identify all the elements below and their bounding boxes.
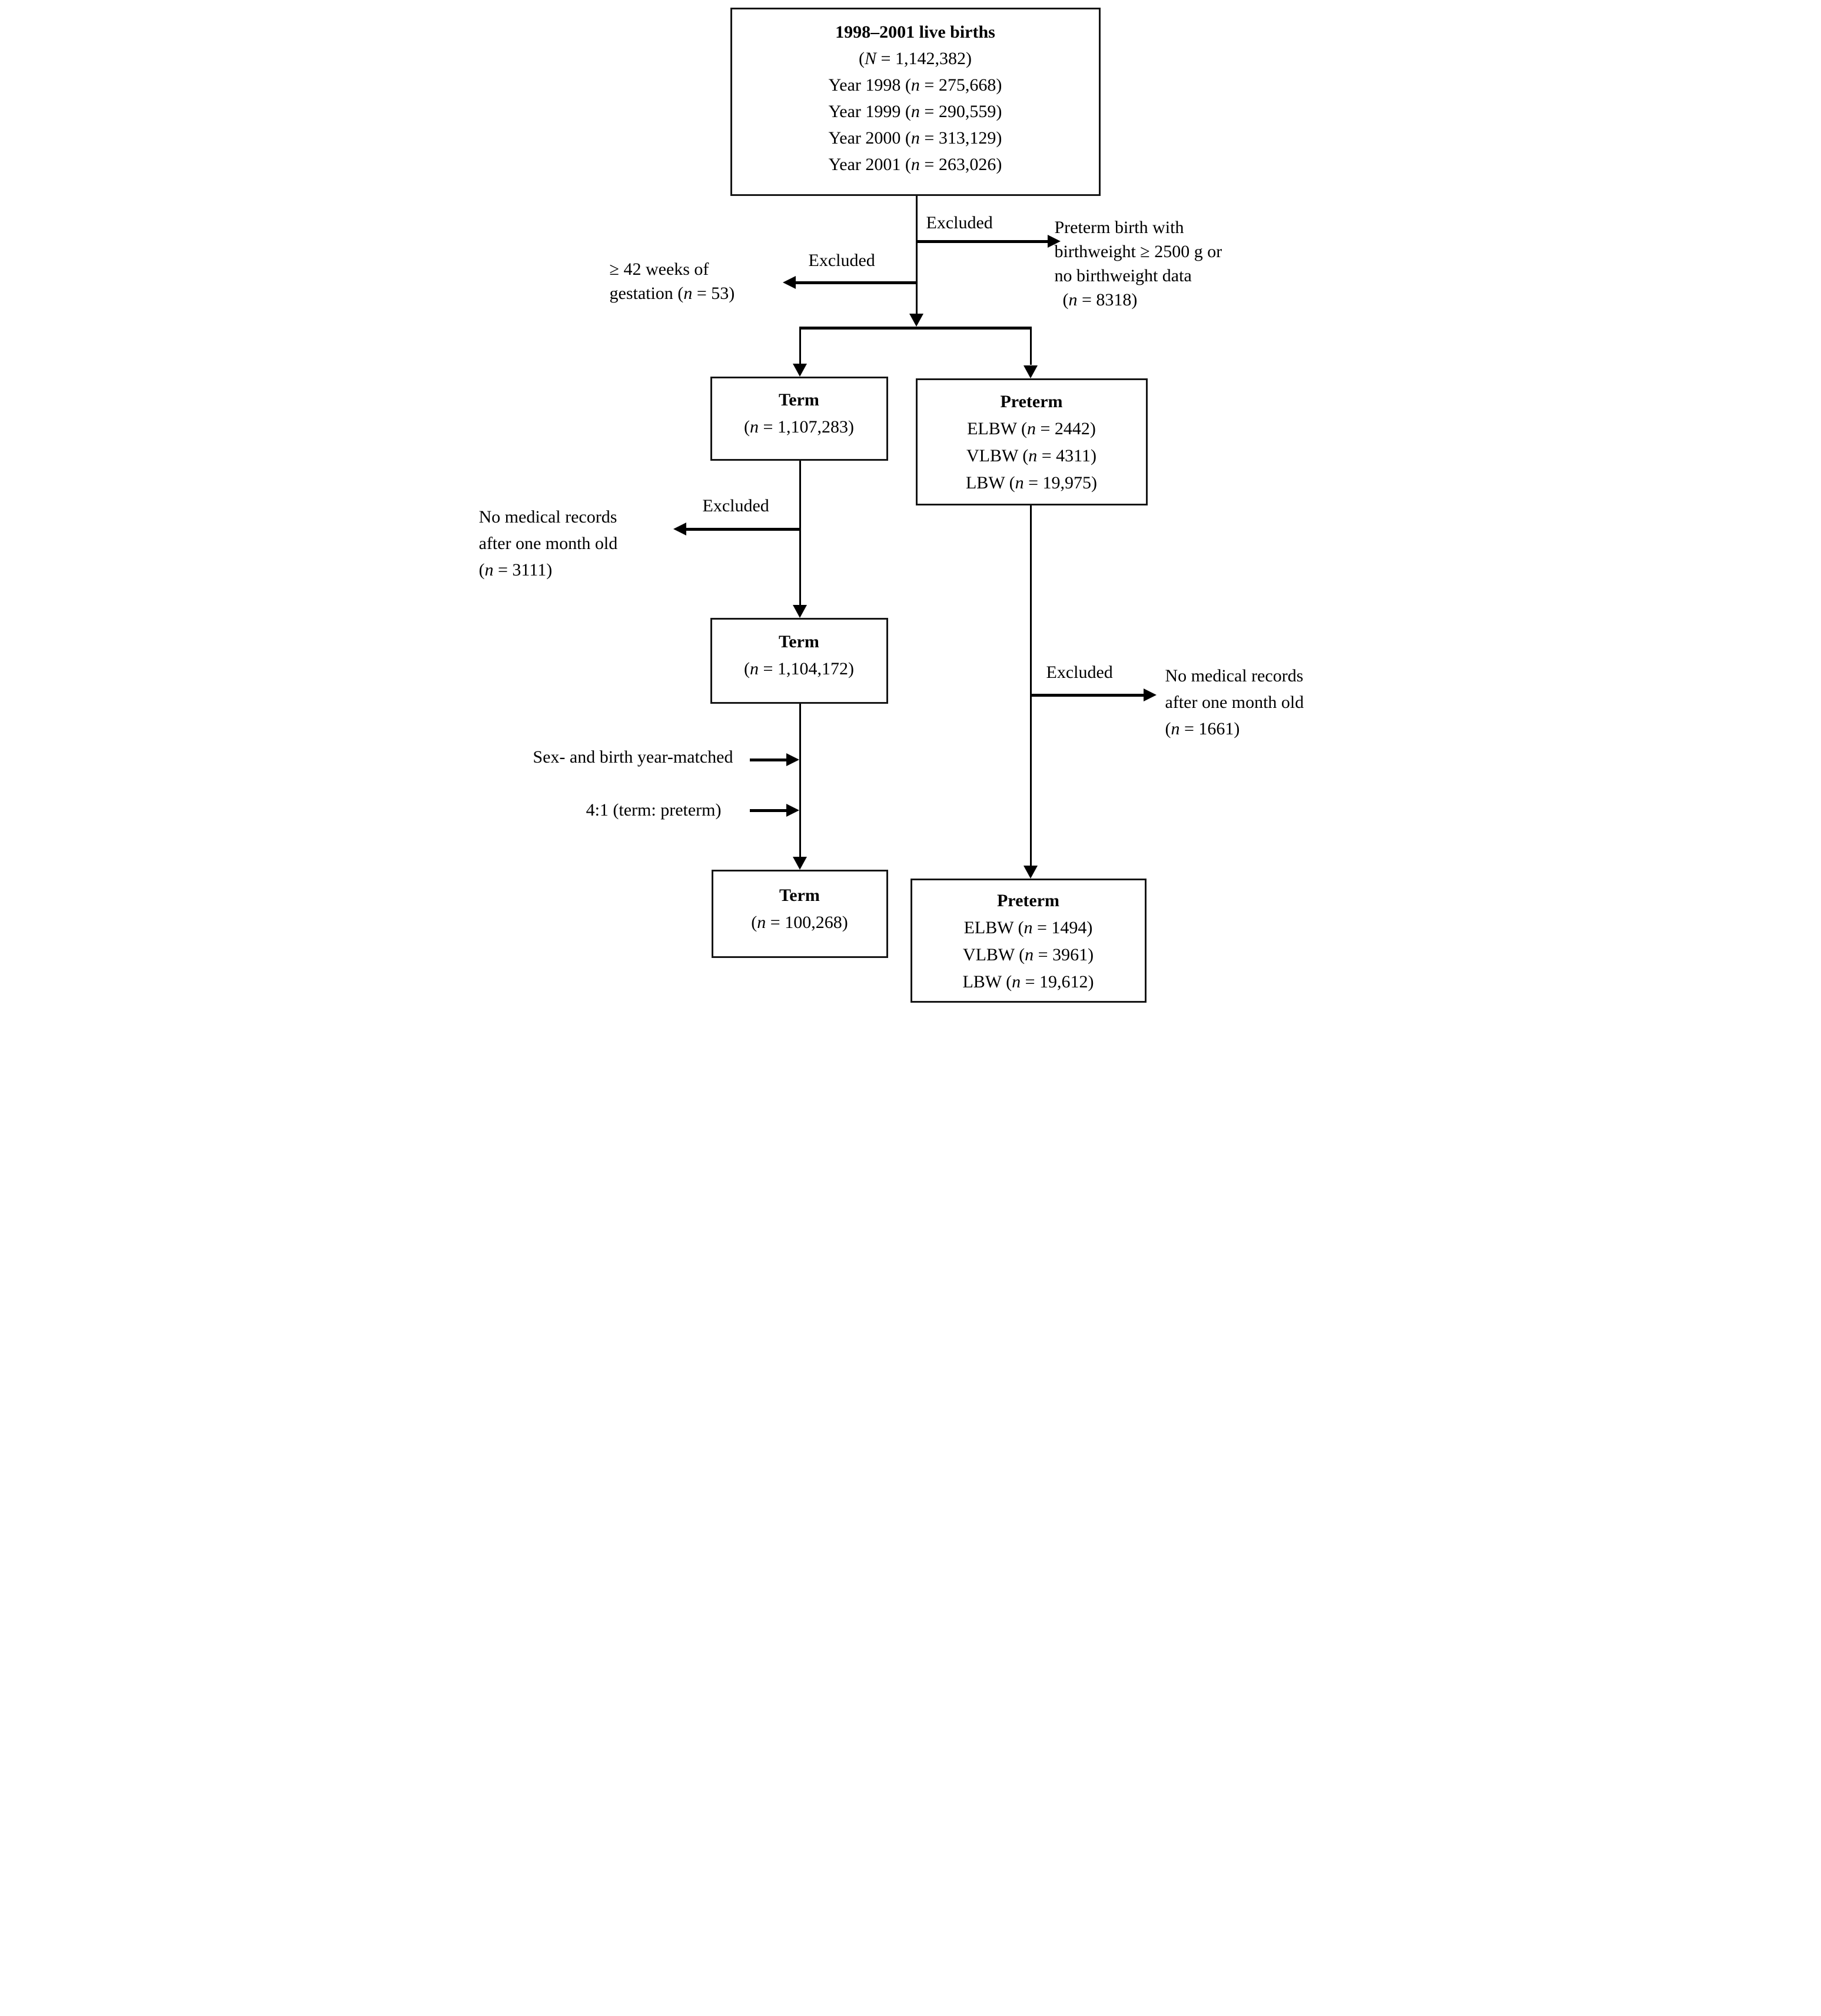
- box-preterm-1-elbw: ELBW (n = 2442): [967, 419, 1096, 438]
- box-live-births: 1998–2001 live births (N = 1,142,382) Ye…: [730, 8, 1101, 196]
- connector-term-vertical-3: [799, 704, 801, 857]
- box-term-matched: Term (n = 100,268): [711, 870, 888, 958]
- arrowhead-preterm2-down-icon: [1023, 866, 1038, 879]
- box-preterm-matched: Preterm ELBW (n = 1494) VLBW (n = 3961) …: [910, 879, 1147, 1003]
- exclusion-birthweight-text: Preterm birth with birthweight ≥ 2500 g …: [1054, 218, 1222, 310]
- box-term-1: Term (n = 1,107,283): [710, 377, 888, 461]
- arrowhead-term2-down-icon: [792, 605, 807, 618]
- exclusion-records-term-arrow: [686, 528, 799, 531]
- box-term-1-n: (n = 1,107,283): [744, 417, 854, 437]
- box-term-matched-title: Term: [779, 886, 820, 905]
- box-preterm-matched-elbw: ELBW (n = 1494): [963, 918, 1093, 937]
- arrowhead-term1-down-icon: [792, 364, 807, 377]
- box-live-births-year-2001: Year 2001 (n = 263,026): [828, 155, 1002, 174]
- matching-note-ratio: 4:1 (term: preterm): [586, 800, 722, 820]
- arrowhead-preterm1-down-icon: [1023, 365, 1038, 378]
- exclusion-gestation-arrowhead-icon: [782, 276, 796, 289]
- connector-main-vertical: [915, 196, 918, 315]
- exclusion-records-preterm-arrow: [1031, 694, 1144, 697]
- box-preterm-1-title: Preterm: [1000, 392, 1063, 411]
- box-preterm-matched-vlbw: VLBW (n = 3961): [962, 945, 1094, 964]
- box-preterm-1-lbw: LBW (n = 19,975): [965, 473, 1098, 493]
- exclusion-gestation-label: Excluded: [808, 251, 875, 270]
- connector-preterm-vertical: [1029, 505, 1032, 866]
- exclusion-gestation-text: ≥ 42 weeks of gestation (n = 53): [609, 260, 735, 303]
- box-preterm-1: Preterm ELBW (n = 2442) VLBW (n = 4311) …: [915, 378, 1148, 505]
- exclusion-birthweight-label: Excluded: [926, 213, 993, 232]
- connector-split-bar: [799, 327, 1032, 330]
- exclusion-birthweight-arrow: [917, 240, 1048, 243]
- matching-arrow-2: [749, 809, 786, 812]
- box-term-1-title: Term: [779, 390, 819, 410]
- matching-note-sex-year: Sex- and birth year-matched: [533, 747, 733, 767]
- box-preterm-1-vlbw: VLBW (n = 4311): [966, 446, 1097, 465]
- matching-arrow-2-head-icon: [786, 804, 799, 817]
- exclusion-birthweight-arrowhead-icon: [1047, 235, 1061, 248]
- box-preterm-matched-title: Preterm: [996, 891, 1060, 910]
- connector-split-right-drop: [1029, 328, 1032, 365]
- matching-arrow-1: [749, 759, 786, 761]
- exclusion-gestation-arrow: [795, 281, 918, 284]
- arrowhead-main-down-icon: [909, 314, 923, 327]
- box-live-births-year-1999: Year 1999 (n = 290,559): [828, 102, 1002, 121]
- box-live-births-year-1998: Year 1998 (n = 275,668): [828, 75, 1002, 95]
- arrowhead-term3-down-icon: [792, 857, 807, 870]
- box-term-2-n: (n = 1,104,172): [744, 659, 854, 678]
- exclusion-records-preterm-label: Excluded: [1046, 663, 1113, 682]
- exclusion-records-preterm-text: No medical records after one month old (…: [1165, 666, 1304, 738]
- box-term-2-title: Term: [779, 632, 819, 651]
- box-term-matched-n: (n = 100,268): [751, 913, 848, 932]
- connector-split-left-drop: [799, 328, 801, 365]
- exclusion-records-preterm-arrowhead-icon: [1143, 688, 1157, 701]
- exclusion-records-term-label: Excluded: [702, 496, 769, 515]
- flow-diagram: 1998–2001 live births (N = 1,142,382) Ye…: [455, 0, 1366, 1008]
- box-live-births-year-2000: Year 2000 (n = 313,129): [828, 128, 1002, 148]
- exclusion-records-term-text: No medical records after one month old (…: [478, 507, 618, 580]
- box-live-births-title: 1998–2001 live births: [835, 22, 995, 42]
- matching-arrow-1-head-icon: [786, 753, 799, 766]
- connector-term-vertical-2: [799, 461, 801, 606]
- box-preterm-matched-lbw: LBW (n = 19,612): [962, 972, 1094, 992]
- box-live-births-total: (N = 1,142,382): [859, 49, 972, 68]
- box-term-2: Term (n = 1,104,172): [710, 618, 888, 704]
- exclusion-records-term-arrowhead-icon: [673, 523, 686, 535]
